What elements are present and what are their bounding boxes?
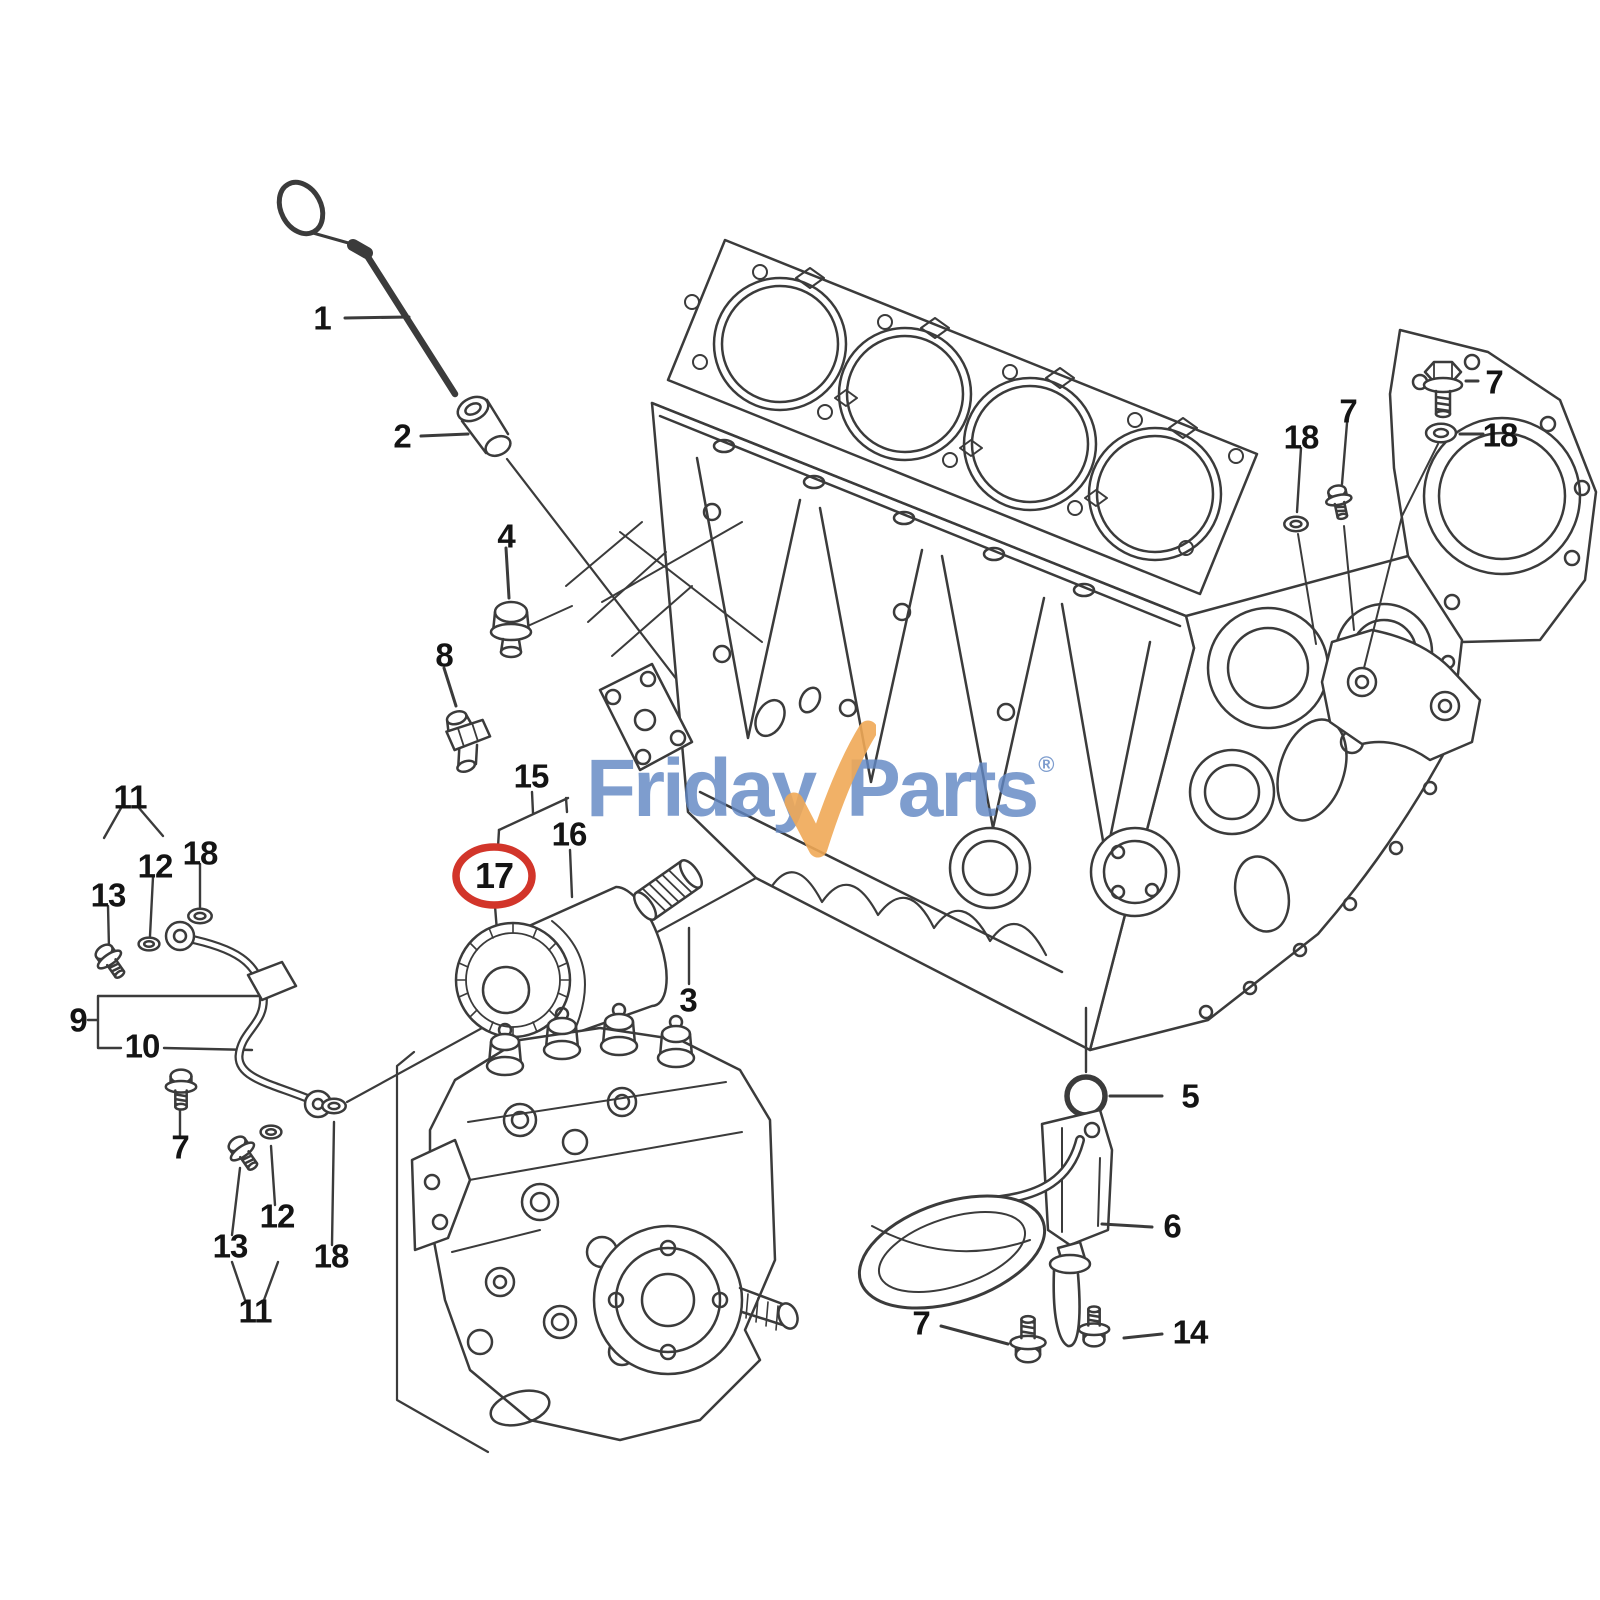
callout-part-12: 12 xyxy=(137,847,174,885)
oil-pipe-assembly xyxy=(88,808,347,1300)
block-front-face xyxy=(566,403,1194,1050)
filter-nipple xyxy=(630,857,706,923)
callout-part-10: 10 xyxy=(124,1027,161,1065)
callout-part-13: 13 xyxy=(90,876,127,914)
callout-part-18: 18 xyxy=(1283,418,1320,456)
pipe-union xyxy=(248,962,296,1000)
head-gasket xyxy=(668,240,1257,594)
pipe-group-leaders xyxy=(88,808,334,1300)
callout-part-18: 18 xyxy=(313,1237,350,1275)
bolt-13 xyxy=(88,938,134,986)
callout-part-7: 7 xyxy=(1485,363,1503,401)
callout-part-18: 18 xyxy=(1482,416,1519,454)
callout-part-13: 13 xyxy=(212,1227,249,1265)
pickup-strainer xyxy=(845,1175,1059,1329)
washer-18 xyxy=(187,907,213,925)
callout-part-8: 8 xyxy=(435,636,453,674)
oil-pressure-switch xyxy=(441,668,499,774)
bolt-7 xyxy=(1009,1314,1047,1364)
screw-plug xyxy=(491,548,572,657)
bolt-7 xyxy=(164,1068,198,1111)
fridayparts-watermark: Friday Parts ® xyxy=(586,743,1054,858)
leader-4 xyxy=(506,548,509,598)
callout-part-1: 1 xyxy=(313,299,331,337)
washer-12 xyxy=(137,936,161,952)
oil-pickup-group xyxy=(845,1008,1162,1364)
callout-part-6: 6 xyxy=(1163,1207,1181,1245)
bolt-7 xyxy=(1424,362,1462,417)
callout-part-7: 7 xyxy=(171,1128,189,1166)
callout-part-16: 16 xyxy=(551,815,588,853)
pickup-bracket xyxy=(1042,1110,1112,1245)
injector-towers xyxy=(487,1004,694,1075)
callout-part-3: 3 xyxy=(679,981,697,1019)
washer-18 xyxy=(1424,422,1458,444)
registered-mark: ® xyxy=(1038,752,1054,777)
callout-part-11: 11 xyxy=(113,778,148,816)
callout-part-18: 18 xyxy=(182,834,219,872)
bolt-13 xyxy=(221,1130,267,1178)
callout-part-7: 7 xyxy=(912,1304,930,1342)
callout-part-2: 2 xyxy=(393,417,411,455)
leader-14 xyxy=(1124,1334,1162,1338)
washer-18 xyxy=(321,1097,347,1115)
banjo-fitting xyxy=(166,922,194,950)
bolt-7 xyxy=(1322,482,1357,523)
pump-drive-flange xyxy=(594,1226,801,1374)
callout-part-7: 7 xyxy=(1339,392,1357,430)
leader-2 xyxy=(421,434,468,436)
washer-18 xyxy=(1283,515,1309,533)
engine-block xyxy=(566,330,1596,1050)
watermark-word-parts: Parts xyxy=(846,743,1039,834)
dipstick-tube xyxy=(421,392,514,459)
leader-1 xyxy=(345,317,409,318)
callout-part-4: 4 xyxy=(497,517,515,555)
callout-part-17-highlighted: 17 xyxy=(474,855,514,896)
callout-part-5: 5 xyxy=(1181,1077,1199,1115)
oil-filter xyxy=(456,887,667,1040)
cylinder-bores xyxy=(714,278,1221,560)
fuel-injection-pump xyxy=(412,1004,801,1440)
gasket-holes xyxy=(685,265,1243,555)
leader-8 xyxy=(444,668,456,706)
filter-knurl xyxy=(456,923,570,1037)
watermark-word-friday: Friday xyxy=(586,743,817,834)
bolt-14 xyxy=(1077,1305,1111,1348)
callout-part-15: 15 xyxy=(513,757,550,795)
dipstick xyxy=(271,175,455,394)
leader-6 xyxy=(1102,1224,1152,1227)
mount-bolts-group xyxy=(1283,362,1483,668)
callout-part-11: 11 xyxy=(238,1292,273,1330)
checkmark-icon xyxy=(780,714,876,864)
flywheel-housing-face xyxy=(1390,330,1596,642)
highlight-circle-part-17 xyxy=(456,847,532,905)
callout-part-14: 14 xyxy=(1172,1313,1209,1351)
leader-7 xyxy=(941,1326,1008,1344)
engine-mount-bracket xyxy=(1322,630,1480,760)
callout-part-9: 9 xyxy=(69,1001,87,1039)
pump-bracket xyxy=(412,1140,470,1250)
washer-12 xyxy=(259,1124,283,1140)
callout-part-12: 12 xyxy=(259,1197,296,1235)
